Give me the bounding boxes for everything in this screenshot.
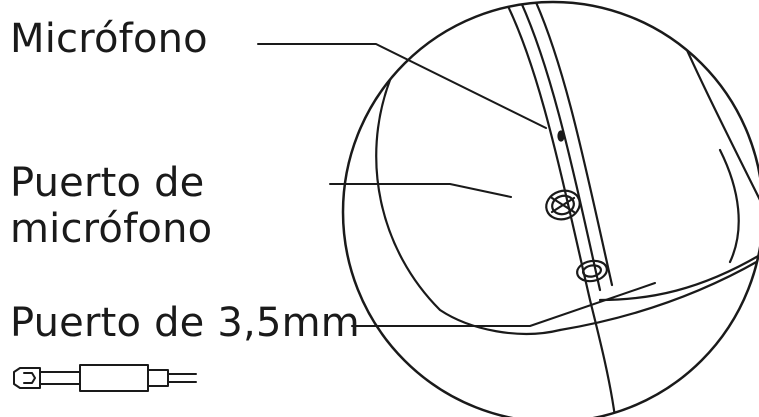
microphone-hole xyxy=(557,130,565,142)
leader-line-microphone xyxy=(257,43,547,129)
audio-jack-plug-icon xyxy=(13,364,197,392)
jack-port-label: Puerto de 3,5mm xyxy=(10,300,360,346)
microphone-label: Micrófono xyxy=(10,16,208,62)
leader-line-mic-port xyxy=(329,183,512,198)
mic-port-label-line2: micrófono xyxy=(10,206,213,252)
jack-port xyxy=(576,259,608,283)
magnifier-circle xyxy=(341,0,759,417)
mic-port-label: Puerto de micrófono xyxy=(10,160,212,252)
mic-port xyxy=(545,189,581,221)
mic-port-label-line1: Puerto de xyxy=(10,160,205,206)
leader-line-jack-port xyxy=(351,282,656,327)
